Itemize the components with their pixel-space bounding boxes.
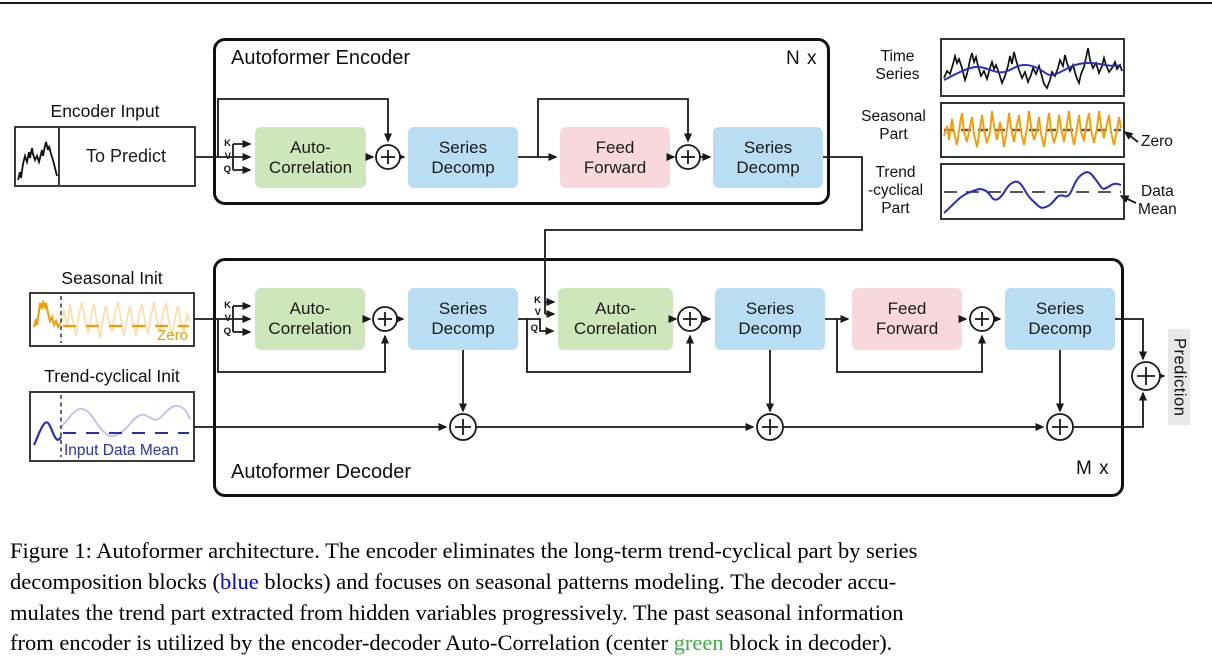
- seasonal-part-panel: [940, 102, 1125, 158]
- caption-line-1: Figure 1: Autoformer architecture. The e…: [10, 538, 918, 563]
- to-predict-label: To Predict: [85, 146, 167, 166]
- port-label-v: V: [224, 313, 231, 324]
- seasonal-init-box: Zero: [29, 292, 195, 347]
- green-word: green: [673, 630, 724, 656]
- port-label-k: K: [224, 138, 231, 149]
- trend-init-box: Input Data Mean: [29, 391, 195, 462]
- encoder-input-label: Encoder Input: [50, 101, 160, 121]
- port-label-v: V: [224, 151, 231, 162]
- blue-word: blue: [219, 568, 259, 594]
- port-label-v: V: [534, 307, 541, 318]
- trend-part-panel: [940, 163, 1125, 220]
- port-label-q: Q: [223, 326, 231, 337]
- encoder-repeat-count: N x: [786, 48, 818, 69]
- decoder-title: Autoformer Decoder: [231, 461, 412, 483]
- page-rule-line: [0, 2, 1212, 4]
- zero-annotation-arrow: [1123, 131, 1139, 143]
- figure-caption: Figure 1: Autoformer architecture. The e…: [10, 536, 1208, 659]
- trend-init-label: Trend-cyclical Init: [44, 366, 180, 386]
- autoformer-encoder-box: [213, 38, 830, 205]
- encoder-auto-correlation-block: Auto-Correlation: [255, 127, 366, 188]
- encoder-title: Autoformer Encoder: [231, 47, 410, 69]
- zero-annotation: Zero: [1141, 133, 1173, 150]
- trend-init-mean-label: Input Data Mean: [64, 442, 179, 459]
- decoder-repeat-count: M x: [1076, 458, 1110, 479]
- seasonal-part-plot: [943, 110, 1122, 148]
- encoder-input-waveform: [17, 141, 58, 181]
- time-series-panel: [940, 38, 1125, 97]
- caption-line-3: mulates the trend part extracted from hi…: [10, 599, 904, 625]
- port-label-k: K: [224, 300, 231, 311]
- input-box-divider: [58, 128, 60, 185]
- decoder-auto-correlation-block-1: Auto-Correlation: [255, 288, 365, 350]
- decoder-auto-correlation-block-2: Auto-Correlation: [558, 288, 673, 350]
- add-node-final: [1131, 361, 1161, 391]
- port-label-q: Q: [530, 323, 538, 334]
- prediction-output-label: Prediction: [1168, 329, 1190, 425]
- port-label-q: Q: [223, 164, 231, 175]
- seasonal-init-zero-label: Zero: [157, 327, 188, 344]
- time-series-plot: [943, 47, 1123, 90]
- trend-init-plot: [33, 395, 192, 457]
- caption-line-2: decomposition blocks (blue blocks) and f…: [10, 568, 897, 594]
- seasonal-init-plot: [33, 296, 191, 343]
- trend-part-plot: [943, 171, 1122, 214]
- port-label-k: K: [534, 295, 541, 306]
- caption-line-4: from encoder is utilized by the encoder-…: [10, 630, 893, 656]
- encoder-input-box: To Predict: [14, 126, 196, 187]
- seasonal-init-label: Seasonal Init: [61, 268, 163, 288]
